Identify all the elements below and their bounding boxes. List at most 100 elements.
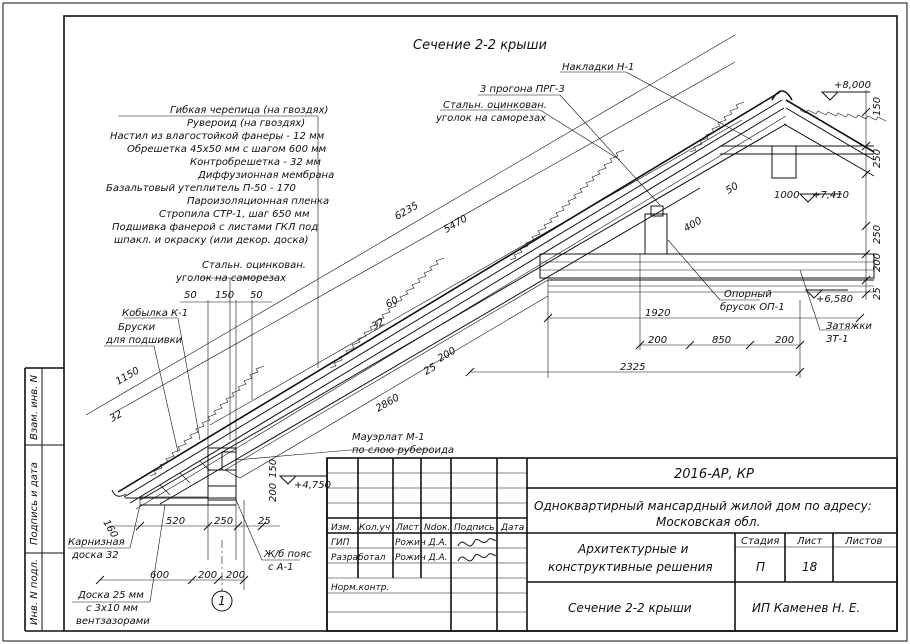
svg-text:200: 200: [436, 346, 458, 365]
callout-karniznaya-1: Карнизная: [68, 537, 125, 548]
layer-8: Пароизоляционная пленка: [187, 196, 329, 207]
callout-ugolok-left-2: уголок на саморезах: [175, 273, 286, 284]
tb-object-1: Одноквартирный мансардный жилой дом по а…: [534, 499, 872, 513]
svg-text:Кол.уч: Кол.уч: [359, 523, 390, 533]
drawing-title: Сечение 2-2 крыши: [413, 38, 547, 53]
tb-sheet: 18: [802, 560, 818, 574]
svg-text:850: 850: [712, 335, 731, 346]
layer-7: Базальтовый утеплитель П-50 - 170: [106, 183, 296, 194]
svg-text:2325: 2325: [620, 362, 645, 373]
level-texts: +8,000 +7,410 +6,580 +4,750: [294, 80, 871, 491]
svg-text:Лист: Лист: [796, 536, 824, 547]
tb-name-0: Рожин Д.А.: [395, 538, 448, 548]
stamp-vzam: Взам. инв. N: [29, 375, 40, 440]
rafter-top: [139, 123, 787, 501]
stamp-podpis: Подпись и дата: [29, 462, 40, 545]
svg-text:+8,000: +8,000: [834, 80, 871, 91]
svg-text:2860: 2860: [374, 392, 402, 414]
svg-text:600: 600: [150, 570, 169, 581]
svg-text:400: 400: [682, 216, 704, 235]
callout-bruski-2: для подшивки: [105, 335, 183, 346]
tb-role-1: Разработал: [331, 553, 386, 563]
layer-3: Настил из влагостойкой фанеры - 12 мм: [110, 131, 325, 142]
layer-4: Обрешетка 45х50 мм с шагом 600 мм: [127, 143, 327, 155]
callout-bruski-1: Бруски: [118, 322, 156, 333]
axis-marker: [211, 590, 233, 612]
callout-mauerlat-1: Мауэрлат М-1: [352, 432, 425, 443]
layer-6: Диффузионная мембрана: [197, 169, 334, 181]
tb-stage: П: [756, 560, 765, 574]
ridge: [771, 90, 793, 101]
svg-text:250: 250: [214, 516, 233, 527]
svg-text:6235: 6235: [393, 200, 421, 222]
callout-ugolok-top-1: Стальн. оцинкован.: [443, 100, 547, 111]
roofing-line: [117, 91, 781, 493]
support-post: [644, 213, 668, 255]
ridge-purlin: [771, 145, 797, 179]
callout-poyas-1: Ж/б пояс: [263, 548, 312, 560]
svg-text:250: 250: [872, 225, 883, 244]
tb-normkontr: Норм.контр.: [331, 583, 389, 593]
axis-label: 1: [218, 594, 226, 608]
callout-ugolok-left-1: Стальн. оцинкован.: [202, 260, 306, 271]
tb-role-0: ГИП: [331, 538, 350, 548]
svg-text:Листов: Листов: [844, 536, 882, 547]
side-stamp: Взам. инв. N Подпись и дата Инв. N подл.: [24, 367, 64, 632]
callouts: Накладки Н-1 3 прогона ПРГ-3 Стальн. оци…: [68, 62, 872, 627]
tb-code: 2016-АР, КР: [674, 467, 754, 482]
callout-zatyazhki-2: ЗТ-1: [826, 334, 849, 345]
gutter: [111, 489, 127, 497]
svg-text:+7,410: +7,410: [812, 190, 849, 201]
svg-text:1000: 1000: [774, 190, 799, 201]
tb-object-2: Московская обл.: [656, 515, 760, 529]
rafter-bottom: [159, 187, 701, 505]
svg-text:200: 200: [226, 570, 245, 581]
callout-doska-1: Доска 25 мм: [77, 590, 144, 601]
leader-lines: [68, 71, 850, 603]
callout-progony: 3 прогона ПРГ-3: [480, 84, 565, 95]
svg-text:32: 32: [370, 317, 387, 333]
svg-text:25: 25: [258, 516, 271, 527]
callout-opornyy-1: Опорный: [724, 289, 772, 300]
callout-mauerlat-2: по слою рубероида: [352, 444, 454, 456]
callout-zatyazhki-1: Затяжки: [826, 321, 872, 332]
roof-section: [111, 90, 887, 510]
svg-text:50: 50: [250, 290, 263, 301]
tb-company: ИП Каменев Н. Е.: [752, 601, 860, 615]
callout-karniznaya-2: доска 32: [71, 550, 119, 561]
dimension-lines: [85, 34, 871, 612]
layer-11: шпакл. и окраску (или декор. доска): [114, 235, 309, 246]
svg-text:150: 150: [872, 97, 883, 116]
svg-text:Изм.: Изм.: [331, 523, 352, 533]
svg-text:250: 250: [872, 149, 883, 168]
svg-text:Дата: Дата: [500, 523, 524, 533]
tb-name-1: Рожин Д.А.: [395, 553, 448, 563]
svg-text:+4,750: +4,750: [294, 480, 331, 491]
svg-text:25: 25: [872, 287, 883, 300]
tb-sheet-title: Сечение 2-2 крыши: [568, 601, 692, 615]
svg-text:520: 520: [166, 516, 185, 527]
svg-text:32: 32: [108, 409, 125, 425]
callout-nakladki: Накладки Н-1: [562, 62, 634, 73]
svg-text:200: 200: [775, 335, 794, 346]
svg-text:+6,580: +6,580: [816, 294, 853, 305]
tb-section-1: Архитектурные и: [577, 542, 689, 556]
layer-1: Гибкая черепица (на гвоздях): [170, 104, 328, 116]
tb-section-2: конструктивные решения: [548, 560, 713, 574]
svg-text:Стадия: Стадия: [741, 536, 779, 547]
svg-text:200: 200: [198, 570, 217, 581]
svg-text:150: 150: [215, 290, 234, 301]
signature-0: [457, 538, 497, 547]
svg-text:150: 150: [268, 459, 279, 478]
callout-doska-3: вентзазорами: [76, 616, 150, 627]
svg-text:60: 60: [384, 295, 401, 311]
svg-text:Лист: Лист: [395, 523, 420, 533]
callout-opornyy-2: брусок ОП-1: [720, 301, 785, 313]
svg-text:1150: 1150: [114, 365, 142, 387]
layer-10: Подшивка фанерой с листами ГКЛ под: [112, 222, 318, 233]
signature-1: [457, 553, 497, 562]
layer-list: Гибкая черепица (на гвоздях) Рувероид (н…: [106, 104, 334, 246]
layer-5: Контробрешетка - 32 мм: [190, 156, 321, 168]
